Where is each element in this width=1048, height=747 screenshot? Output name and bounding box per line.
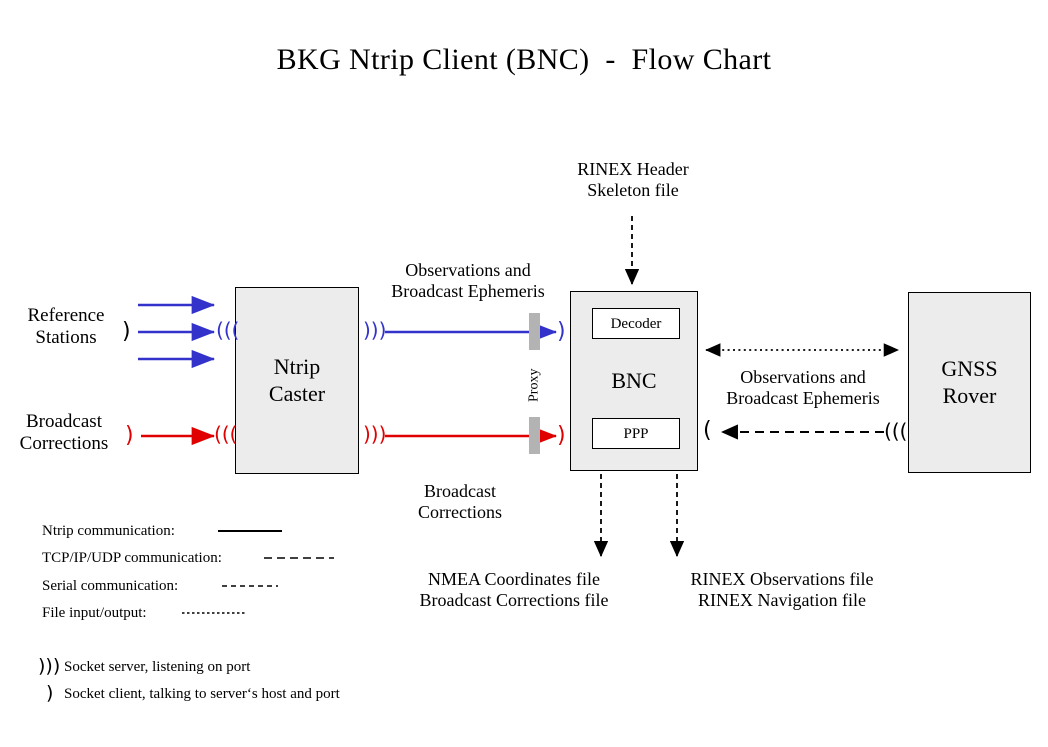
legend-item-ntrip-communication: Ntrip communication: bbox=[42, 523, 175, 539]
label-caster-to-bnc-observations: Observations and Broadcast Ephemeris bbox=[391, 260, 545, 302]
socket-server-icon-caster-out-bottom: ))) bbox=[363, 422, 387, 446]
legend-socket-client-label: Socket client, talking to server‘s host … bbox=[64, 686, 340, 702]
arrows-bnc-to-output-files bbox=[593, 474, 685, 558]
node-decoder-label: Decoder bbox=[610, 315, 662, 332]
node-ppp-label: PPP bbox=[623, 425, 649, 442]
arrows-reference-stations-to-caster bbox=[138, 295, 216, 369]
label-rinex-skeleton-file: RINEX Header Skeleton file bbox=[577, 159, 689, 201]
legend-item-serial-communication: Serial communication: bbox=[42, 578, 179, 594]
page-title: BKG Ntrip Client (BNC) - Flow Chart bbox=[276, 43, 772, 76]
socket-server-icon-caster-out-top: ))) bbox=[363, 318, 387, 342]
socket-server-icon-caster-in-bottom: ))) bbox=[214, 422, 238, 446]
socket-client-icon-bnc-in-top: ) bbox=[557, 319, 566, 344]
socket-client-icon-reference-stations: ) bbox=[122, 319, 131, 344]
legend-item-file-input-output: File input/output: bbox=[42, 605, 147, 621]
node-decoder[interactable]: Decoder bbox=[592, 308, 680, 339]
label-bnc-to-rover: Observations and Broadcast Ephemeris bbox=[726, 367, 880, 409]
label-broadcast-corrections-source: Broadcast Corrections bbox=[19, 411, 109, 455]
node-ntrip-caster[interactable]: Ntrip Caster bbox=[235, 287, 359, 474]
label-reference-stations: Reference Stations bbox=[27, 305, 105, 349]
proxy-label: Proxy bbox=[526, 368, 542, 402]
legend-item-tcpip-communication: TCP/IP/UDP communication: bbox=[42, 550, 222, 566]
label-caster-to-bnc-corrections: Broadcast Corrections bbox=[418, 481, 502, 523]
node-gnss-rover[interactable]: GNSS Rover bbox=[908, 292, 1031, 473]
socket-server-icon-rover: ))) bbox=[884, 419, 908, 443]
proxy-bar-bottom bbox=[529, 417, 540, 454]
label-output-files-left: NMEA Coordinates file Broadcast Correcti… bbox=[419, 569, 609, 611]
legend-sample-lines bbox=[182, 530, 334, 614]
socket-client-icon-legend: ) bbox=[46, 682, 54, 704]
label-output-files-right: RINEX Observations file RINEX Navigation… bbox=[690, 569, 874, 611]
socket-client-icon-bnc-in-bottom: ) bbox=[557, 423, 566, 448]
node-gnss-rover-label: GNSS Rover bbox=[941, 356, 998, 408]
socket-server-icon-legend: ))) bbox=[38, 655, 61, 677]
socket-client-icon-bnc-out: ) bbox=[703, 418, 712, 443]
proxy-bar-top bbox=[529, 313, 540, 350]
node-bnc[interactable]: Decoder BNC PPP bbox=[570, 291, 698, 471]
node-ntrip-caster-label: Ntrip Caster bbox=[268, 354, 326, 406]
socket-server-icon-caster-in-top: ))) bbox=[216, 318, 240, 342]
legend-socket-server-label: Socket server, listening on port bbox=[64, 659, 251, 675]
socket-client-icon-broadcast-corrections: ) bbox=[125, 423, 134, 448]
node-bnc-label: BNC bbox=[611, 368, 657, 393]
node-ppp[interactable]: PPP bbox=[592, 418, 680, 449]
